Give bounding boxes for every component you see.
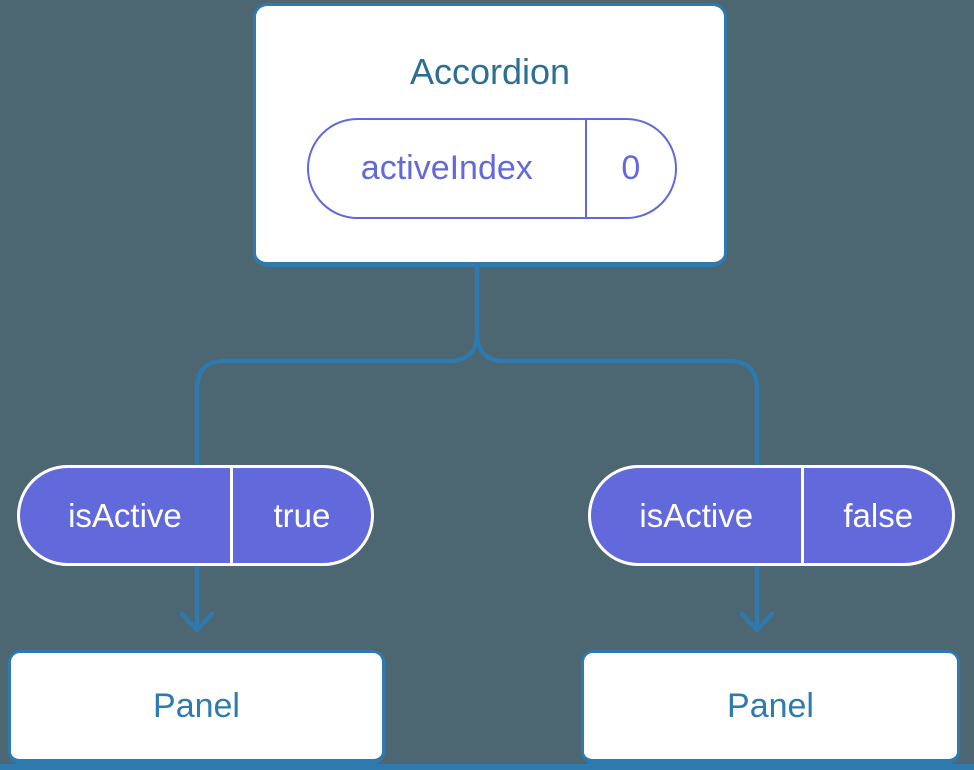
arrowhead-down-right-icon bbox=[739, 611, 775, 633]
connector-left-branch bbox=[194, 264, 480, 629]
connector-right-branch bbox=[474, 264, 760, 629]
state-pill-activeindex: activeIndex 0 bbox=[307, 118, 677, 219]
accordion-title: Accordion bbox=[409, 51, 571, 92]
panel-component-card-left: Panel bbox=[8, 650, 385, 764]
prop-name-label: isActive bbox=[639, 496, 754, 534]
panel-title: Panel bbox=[727, 686, 814, 725]
accordion-component-card: Accordion activeIndex 0 bbox=[253, 3, 727, 267]
prop-name-label: isActive bbox=[68, 496, 182, 534]
state-name-label: activeIndex bbox=[360, 149, 533, 187]
prop-value-label: false bbox=[801, 468, 952, 563]
panel-title: Panel bbox=[153, 686, 240, 725]
state-value-label: 0 bbox=[584, 120, 675, 217]
prop-pill-isactive-true: isActive true bbox=[17, 465, 374, 566]
panel-component-card-right: Panel bbox=[581, 650, 960, 764]
bottom-edge-divider bbox=[0, 764, 974, 770]
arrowhead-down-left-icon bbox=[179, 611, 215, 633]
prop-pill-isactive-false: isActive false bbox=[588, 465, 955, 566]
prop-value-label: true bbox=[229, 468, 371, 563]
